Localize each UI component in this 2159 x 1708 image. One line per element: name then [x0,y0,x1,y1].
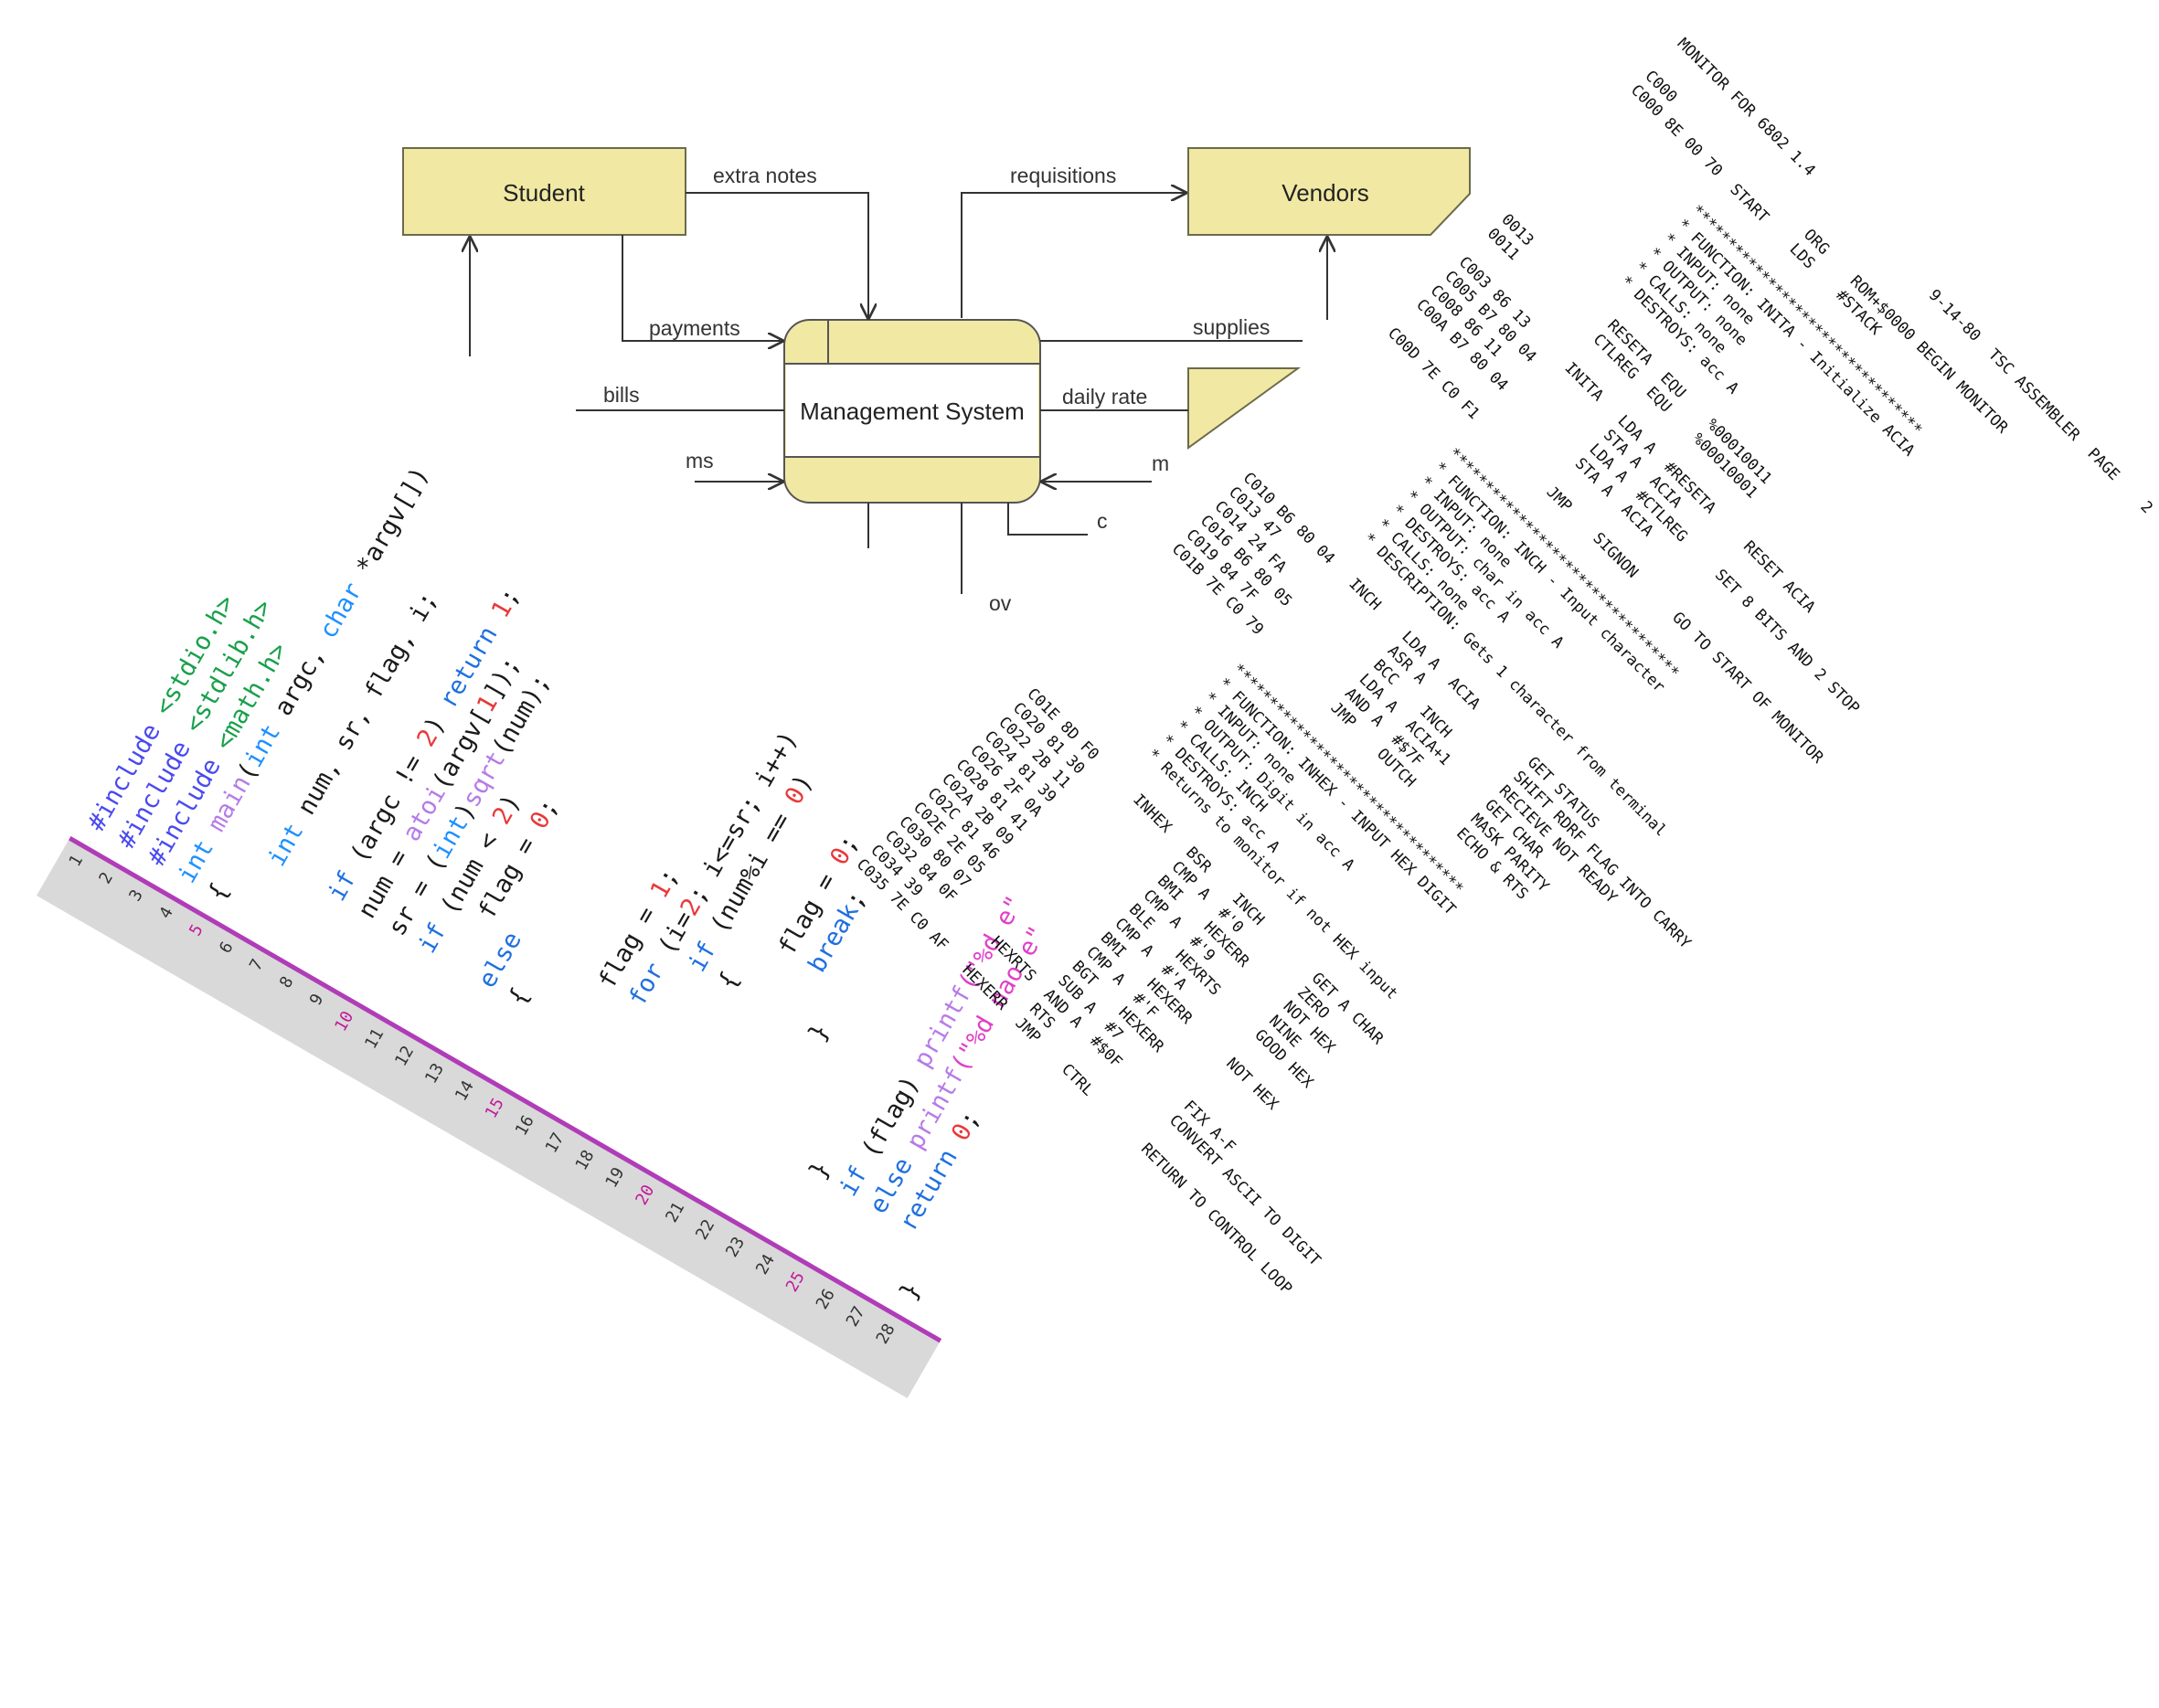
flow-label-requisitions: requisitions [1010,164,1116,187]
diagram-canvas: Student Vendors Management System [402,147,1471,615]
line-number: 2 [95,869,118,887]
process-label: Management System [800,398,1025,425]
flow-label-extra-notes: extra notes [713,164,817,187]
line-number: 22 [692,1216,719,1244]
line-number: 4 [155,904,177,922]
code-token: char [314,565,376,644]
flow-down-c [1007,503,1088,536]
line-number: 19 [601,1164,629,1192]
line-number: 11 [361,1025,388,1053]
flow-label-payments: payments [649,316,740,340]
line-number: 28 [872,1321,899,1348]
line-number: 18 [571,1147,599,1174]
data-flow-diagram: Student Vendors Management System [0,0,2159,640]
vendors-label: Vendors [1282,179,1368,207]
line-number: 1 [65,852,88,870]
flow-label-partial-left: ms [686,449,714,472]
line-number: 3 [125,886,147,905]
line-number: 12 [391,1043,419,1070]
flow-label-partial-low: c [1097,509,1108,533]
management-system-process: Management System [783,319,1041,504]
flow-label-partial-right: m [1152,451,1169,475]
flow-payments [622,235,782,341]
line-number: 13 [420,1060,449,1087]
flow-extra-notes [686,192,868,318]
flow-label-partial-bottom: ov [989,591,1012,615]
line-number: 24 [751,1251,780,1278]
flow-requisitions [961,193,1186,318]
line-number: 9 [305,991,328,1009]
student-entity: Student [402,147,686,236]
flow-lines [470,193,1327,594]
line-number: 16 [511,1112,538,1140]
code-token: *argv[]) [350,461,435,579]
flow-label-supplies: supplies [1193,315,1270,339]
flow-label-bills: bills [603,383,640,407]
line-number: 15 [481,1095,508,1122]
code-line: } [892,1277,930,1307]
line-number: 26 [812,1286,839,1313]
line-number: 14 [451,1077,478,1105]
line-number: 7 [245,956,268,974]
line-number: 6 [216,939,238,957]
line-number: 10 [331,1008,358,1035]
flow-label-daily-rate: daily rate [1062,385,1147,408]
line-number: 17 [541,1130,569,1157]
code-token: { [202,878,235,906]
code-token: } [894,1278,927,1305]
student-label: Student [503,179,585,207]
line-number: 21 [662,1199,689,1226]
line-number: 20 [632,1182,659,1209]
line-number: 27 [842,1303,869,1331]
line-number: 8 [275,973,298,992]
line-number: 25 [782,1268,809,1296]
line-number: 5 [186,921,207,939]
vendors-entity: Vendors [1187,147,1471,236]
partial-entity [1187,367,1302,450]
line-number: 23 [722,1234,750,1261]
